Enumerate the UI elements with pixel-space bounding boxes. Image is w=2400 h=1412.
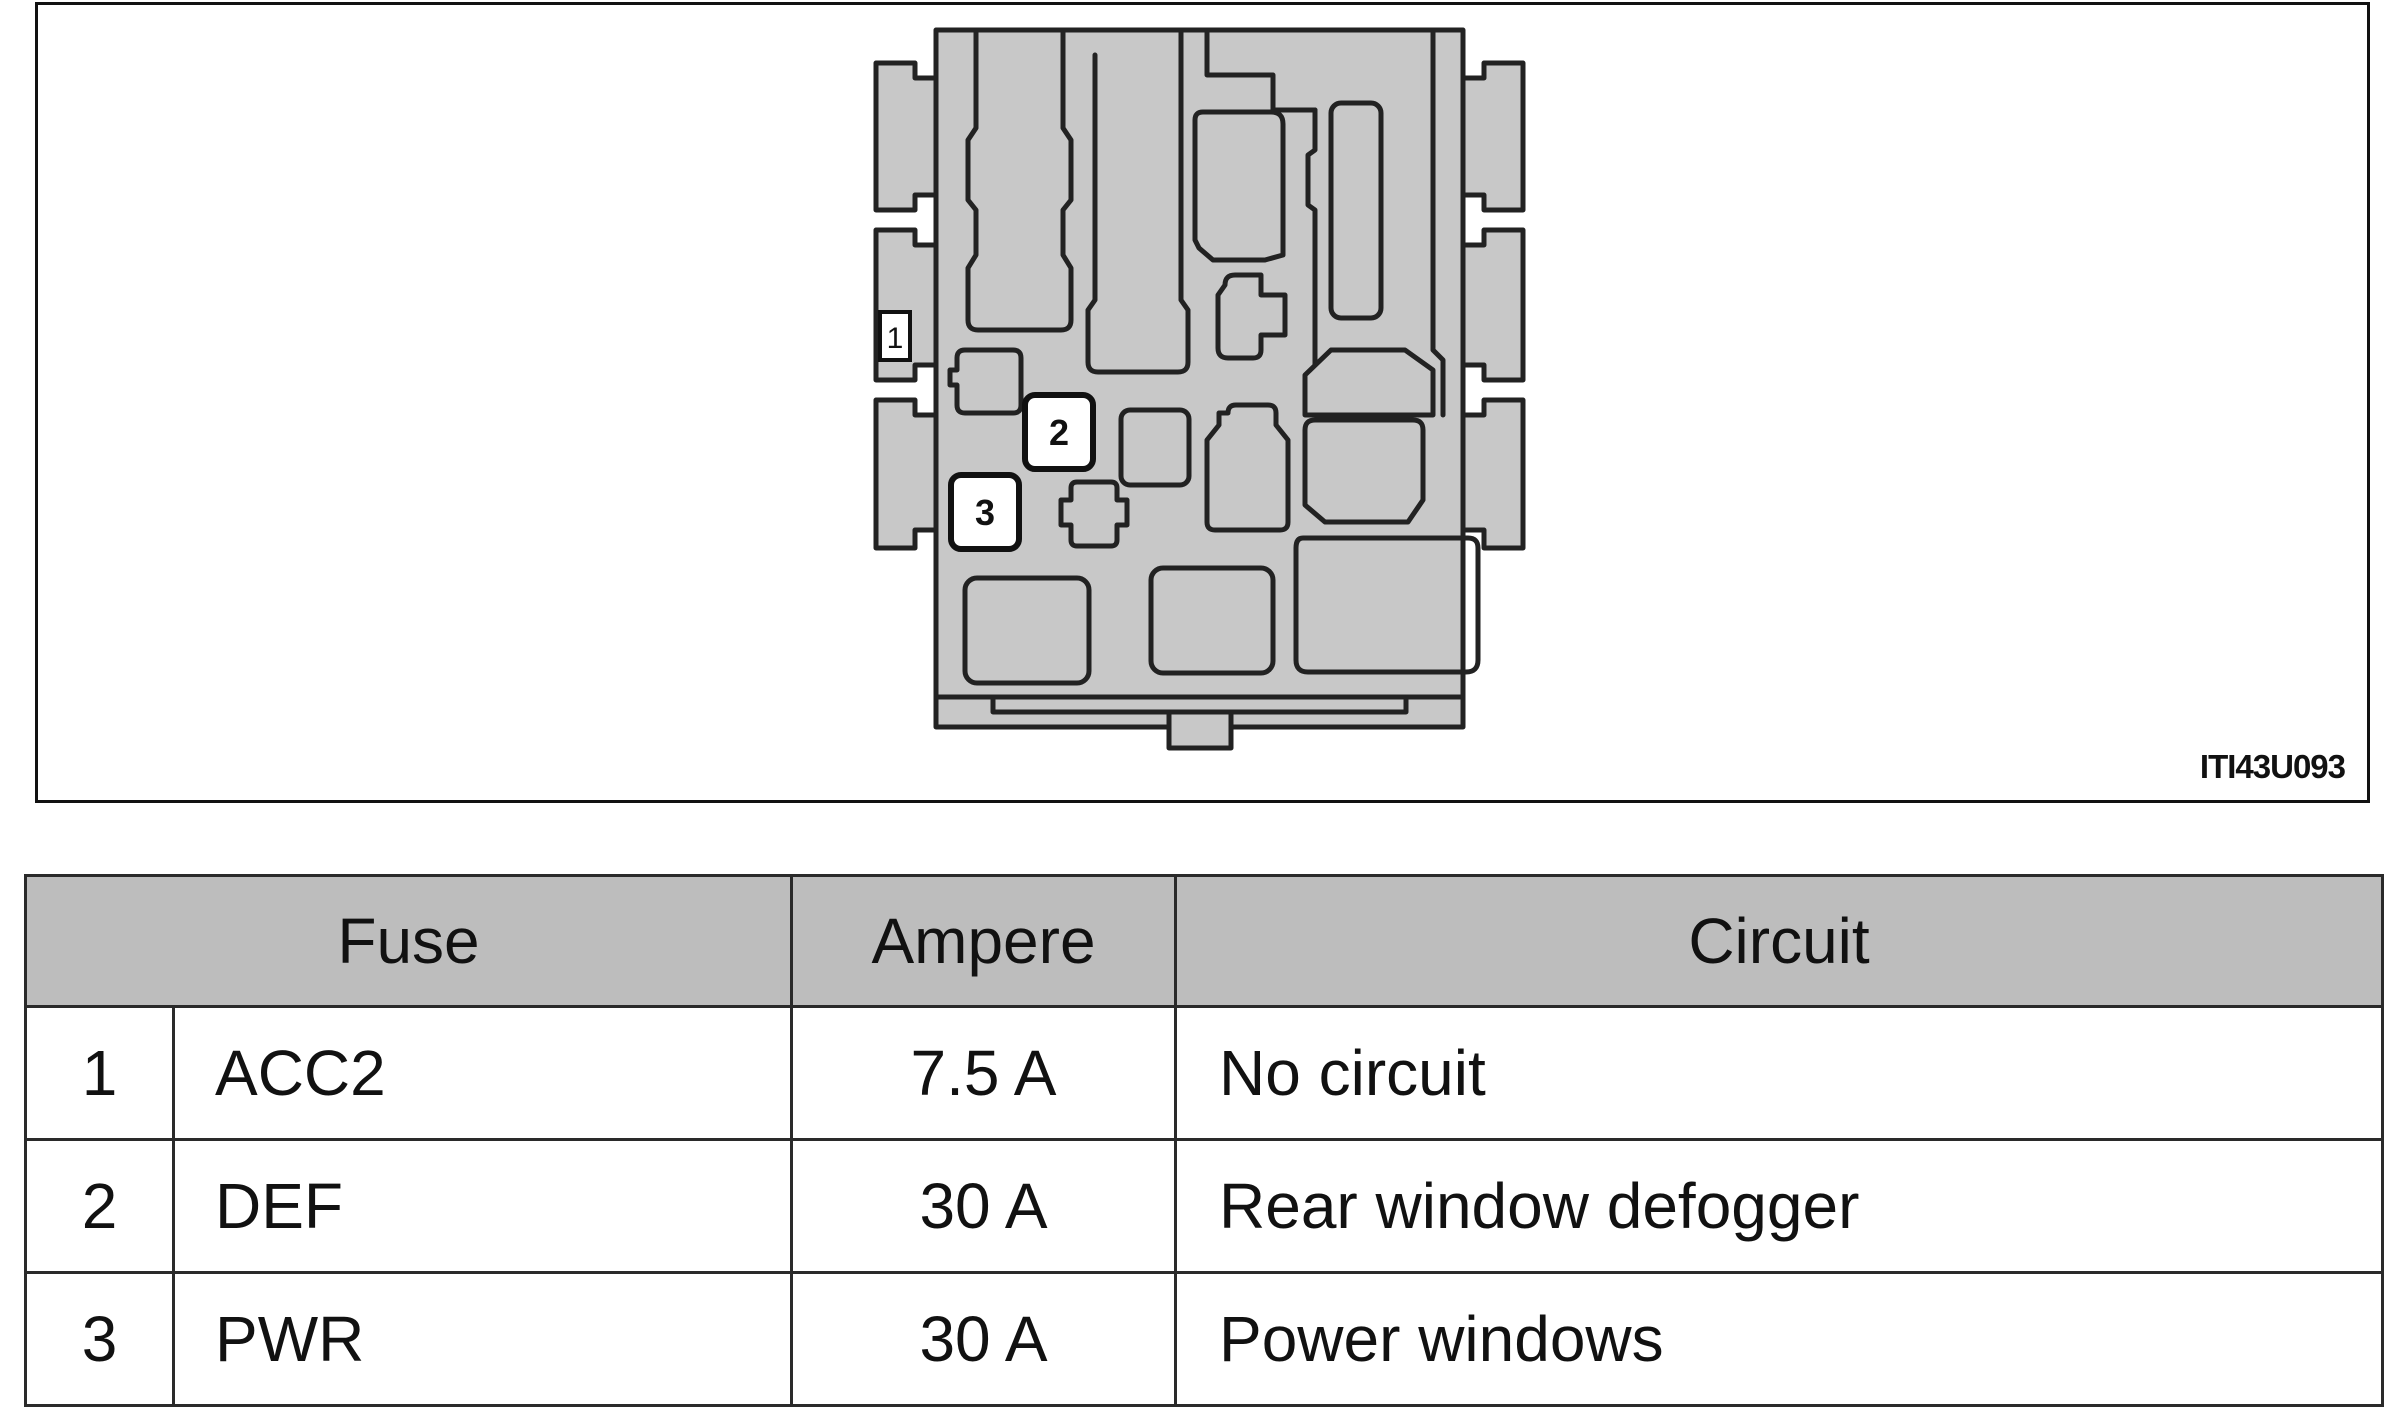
right-connector-top — [1460, 60, 1526, 213]
fuse-circuit: Rear window defogger — [1174, 1138, 2384, 1274]
slot-left-small — [947, 347, 1024, 416]
slot-top-bracket — [1204, 27, 1318, 113]
table-row: 2 DEF 30 A Rear window defogger — [24, 1138, 2384, 1274]
slot-center-small — [1215, 272, 1288, 361]
header-circuit: Circuit — [1174, 874, 2384, 1008]
fuse-box-diagram-frame: 1 2 3 ITI43U093 — [35, 2, 2370, 803]
fuse-circuit: Power windows — [1174, 1271, 2384, 1407]
fuse-name: PWR — [172, 1271, 793, 1407]
slot-right-vertical — [1305, 107, 1318, 368]
fuse-ampere: 7.5 A — [790, 1005, 1177, 1141]
table-row: 1 ACC2 7.5 A No circuit — [24, 1005, 2384, 1141]
table-header-row: Fuse Ampere Circuit — [24, 874, 2384, 1008]
figure-code: ITI43U093 — [2199, 748, 2346, 785]
fuse-ampere: 30 A — [790, 1271, 1177, 1407]
svg-text:3: 3 — [975, 492, 995, 533]
fuse-ampere: 30 A — [790, 1138, 1177, 1274]
slot-center-square — [1118, 407, 1192, 488]
slot-center-chevron — [1192, 109, 1286, 263]
slot-long-left — [965, 27, 1074, 333]
fuse-box-body — [933, 27, 1466, 730]
slot-bottom-left — [962, 575, 1092, 686]
header-fuse: Fuse — [24, 874, 793, 1008]
slot-long-center — [1085, 27, 1191, 375]
bottom-tab — [1166, 709, 1234, 751]
slot-bottom-right — [1293, 535, 1481, 675]
fuse-number: 1 — [24, 1005, 175, 1141]
left-connector-bottom — [873, 397, 939, 551]
svg-text:2: 2 — [1049, 412, 1069, 453]
fuse-circuit: No circuit — [1174, 1005, 2384, 1141]
fuse-callout-1: 1 — [878, 310, 912, 362]
right-connector-middle — [1460, 227, 1526, 383]
fuse-table: Fuse Ampere Circuit 1 ACC2 7.5 A No circ… — [24, 874, 2384, 1407]
slot-right-relay — [1302, 347, 1436, 418]
slot-center-plug — [1204, 402, 1291, 533]
fuse-number: 2 — [24, 1138, 175, 1274]
left-connector-top — [873, 60, 939, 213]
slot-bottom-center — [1148, 565, 1276, 676]
fuse-number: 3 — [24, 1271, 175, 1407]
table-row: 3 PWR 30 A Power windows — [24, 1271, 2384, 1407]
right-connector-bottom — [1460, 397, 1526, 551]
svg-text:1: 1 — [887, 322, 904, 355]
slot-small-plug — [1058, 479, 1130, 549]
fuse-box-diagram: 1 2 3 — [873, 27, 1526, 751]
slot-far-right — [1430, 27, 1446, 418]
slot-right-large — [1302, 417, 1426, 525]
fuse-callout-2: 2 — [1022, 392, 1096, 472]
fuse-callout-3: 3 — [948, 472, 1022, 552]
header-ampere: Ampere — [790, 874, 1177, 1008]
fuse-name: DEF — [172, 1138, 793, 1274]
fuse-name: ACC2 — [172, 1005, 793, 1141]
slot-tall-right — [1328, 100, 1384, 321]
